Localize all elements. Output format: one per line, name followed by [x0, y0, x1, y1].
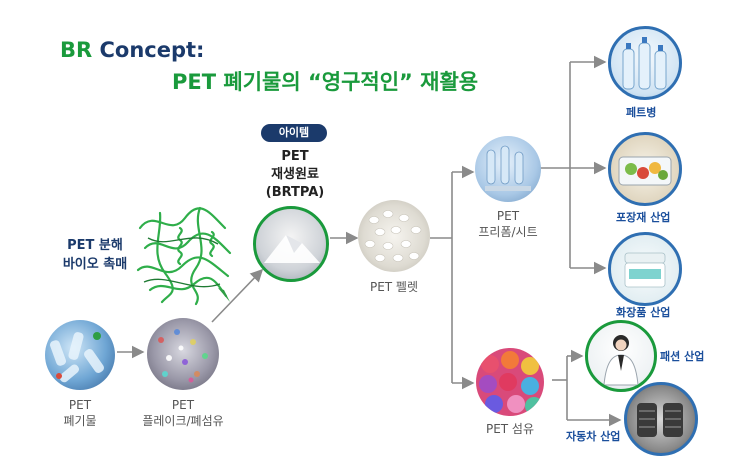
- pet-pellet-label: PET 펠렛: [369, 280, 419, 294]
- title-br: BR: [60, 38, 93, 62]
- packaging-image: [608, 132, 682, 206]
- enzyme-label-line1: PET 분해: [67, 238, 123, 253]
- concept-subtitle: PET 폐기물의 “영구적인” 재활용: [172, 70, 479, 94]
- pet-preform-label-line1: PET: [496, 209, 520, 223]
- pet-flake-label-line2: 플레이크/폐섬유: [142, 414, 224, 428]
- pet-waste-label-line1: PET: [68, 398, 92, 412]
- cosmetics-label: 화장품 산업: [616, 306, 671, 319]
- pet-flake-image: [147, 318, 219, 390]
- brtpa-image: [253, 206, 329, 282]
- enzyme-structure-image: [130, 198, 242, 310]
- bottle-label: 페트병: [626, 106, 657, 119]
- pet-waste-image: [45, 320, 115, 390]
- enzyme-label-line2: 바이오 촉매: [62, 257, 128, 272]
- cosmetics-image: [608, 232, 682, 306]
- pet-preform-image: [475, 136, 541, 202]
- brtpa-label-line1: PET: [281, 149, 309, 164]
- concept-title: BR Concept:: [60, 38, 204, 62]
- fashion-label: 패션 산업: [660, 350, 705, 363]
- fashion-image: [585, 320, 657, 392]
- brtpa-label-line2: 재생원료: [271, 167, 319, 182]
- pet-preform-label: PET 프리폼/시트: [462, 208, 554, 240]
- enzyme-label: PET 분해 바이오 촉매: [56, 236, 134, 274]
- pet-bottle-image: [608, 26, 682, 100]
- brtpa-label: PET 재생원료 (BRTPA): [245, 148, 345, 202]
- pet-pellet-image: [358, 200, 430, 272]
- pet-fiber-label: PET 섬유: [485, 422, 535, 436]
- pet-fiber-image: [476, 348, 544, 416]
- item-badge: 아이템: [261, 124, 327, 142]
- pet-preform-label-line2: 프리폼/시트: [478, 225, 538, 239]
- packaging-label: 포장재 산업: [616, 211, 671, 224]
- pet-flake-label: PET 플레이크/폐섬유: [133, 397, 233, 429]
- automotive-label: 자동차 산업: [566, 430, 621, 443]
- pet-waste-label-line2: 폐기물: [63, 414, 97, 428]
- automotive-image: [624, 382, 698, 456]
- brtpa-label-line3: (BRTPA): [265, 185, 325, 200]
- title-concept: Concept:: [92, 38, 205, 62]
- pet-flake-label-line1: PET: [171, 398, 195, 412]
- pet-waste-label: PET 폐기물: [45, 397, 115, 429]
